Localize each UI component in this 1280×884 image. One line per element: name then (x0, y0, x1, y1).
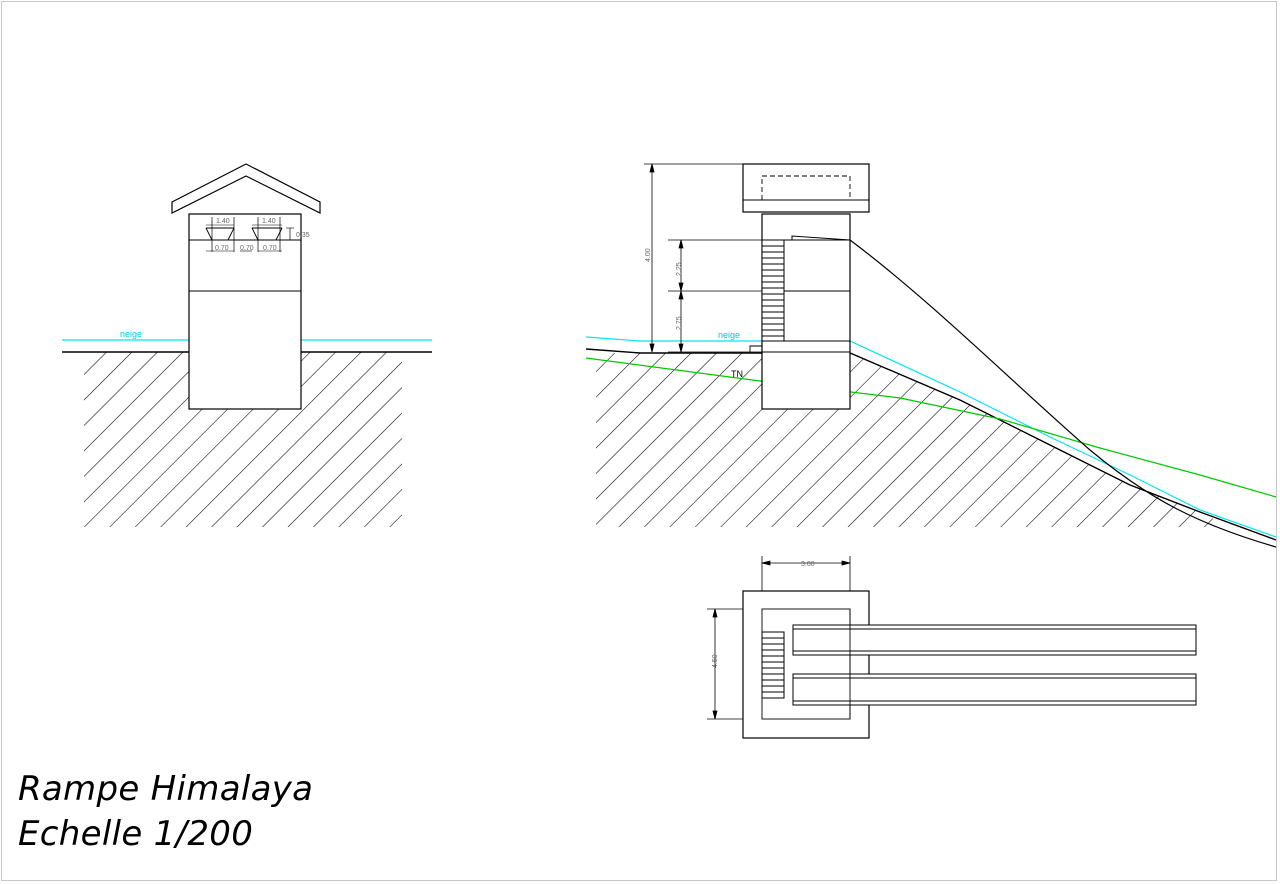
ground-profile (585, 348, 1277, 541)
terrain-label: TN (731, 369, 743, 379)
dim-plan-width: 3.00 (801, 561, 815, 568)
front-view: neige (62, 163, 432, 527)
tower-body (188, 213, 302, 410)
plan-dimensions (707, 556, 851, 720)
ramp-profile (849, 239, 1277, 548)
dim-total-height: 4.00 (645, 248, 652, 262)
terrain-line (585, 357, 1277, 498)
plan-stairs (761, 631, 785, 699)
roof (171, 163, 321, 214)
roof-box (742, 163, 870, 213)
ground-hatch-right (596, 353, 1230, 527)
plan-view: 3.00 4.50 (707, 556, 1197, 739)
entry-step (749, 345, 762, 352)
ramp-start (791, 235, 851, 241)
dim-hut-width-right: 1.40 (262, 218, 276, 225)
snow-label-right: neige (718, 330, 740, 340)
snow-label-left: neige (120, 329, 142, 339)
dim-upper-level: 2.25 (676, 262, 683, 276)
ramp-tracks (792, 624, 1197, 706)
dim-step: 0.35 (296, 232, 310, 239)
side-view: neige TN (585, 163, 1277, 548)
start-gates (205, 217, 294, 252)
dim-lower-level: 2.75 (676, 316, 683, 330)
dim-base-left: 0.70 (215, 245, 229, 252)
drawing-scale: Echelle 1/200 (18, 814, 254, 854)
dim-hut-width-left: 1.40 (216, 218, 230, 225)
dim-base-right: 0.70 (263, 245, 277, 252)
snow-line-right (585, 336, 1277, 538)
roof-hidden-outline (761, 175, 851, 201)
staircase (761, 239, 785, 342)
drawing-title: Rampe Himalaya (18, 769, 314, 809)
dim-plan-depth: 4.50 (712, 654, 719, 668)
dim-base-mid: 0.70 (240, 245, 254, 252)
height-dimensions (644, 163, 762, 353)
